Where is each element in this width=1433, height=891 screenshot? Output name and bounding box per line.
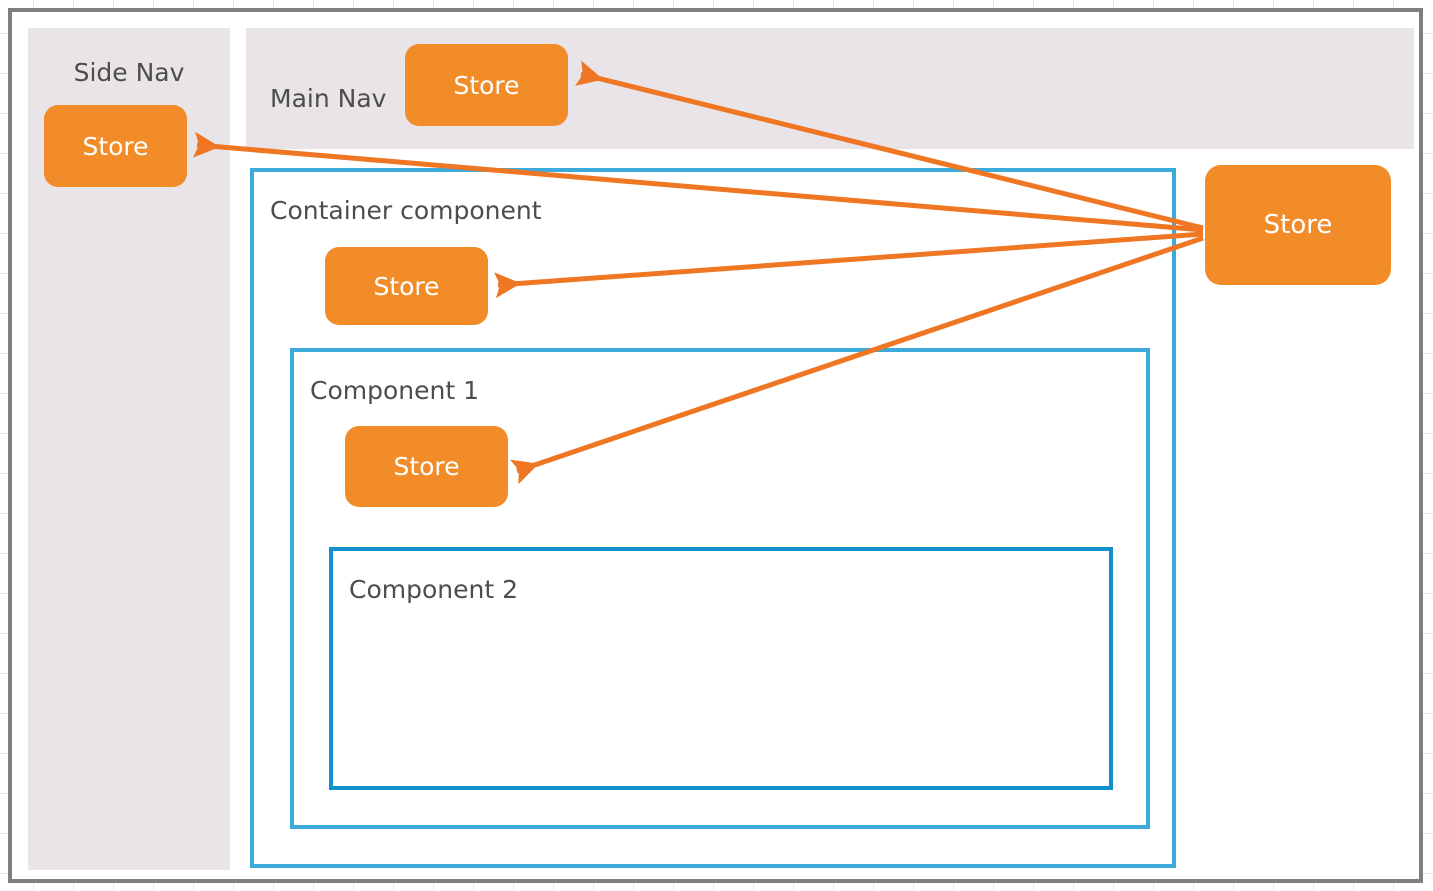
store-node-side-nav[interactable]: Store <box>44 105 187 187</box>
main-nav-label: Main Nav <box>270 84 387 113</box>
store-node-label: Store <box>1263 210 1333 240</box>
diagram-frame: Side Nav Main Nav Container component Co… <box>8 8 1423 883</box>
component-1-label: Component 1 <box>310 376 479 405</box>
container-component-label: Container component <box>270 196 542 225</box>
store-node-label: Store <box>393 452 460 481</box>
store-node-label: Store <box>373 271 440 301</box>
side-nav-label: Side Nav <box>73 58 185 87</box>
component-2-box <box>329 547 1113 790</box>
store-node-container[interactable]: Store <box>325 247 488 325</box>
component-2-label: Component 2 <box>349 575 518 604</box>
store-node-component-1[interactable]: Store <box>345 426 508 507</box>
store-node-label: Store <box>82 131 149 161</box>
store-node-main-nav[interactable]: Store <box>405 44 568 126</box>
store-node-label: Store <box>453 70 520 100</box>
store-node-root[interactable]: Store <box>1205 165 1391 285</box>
